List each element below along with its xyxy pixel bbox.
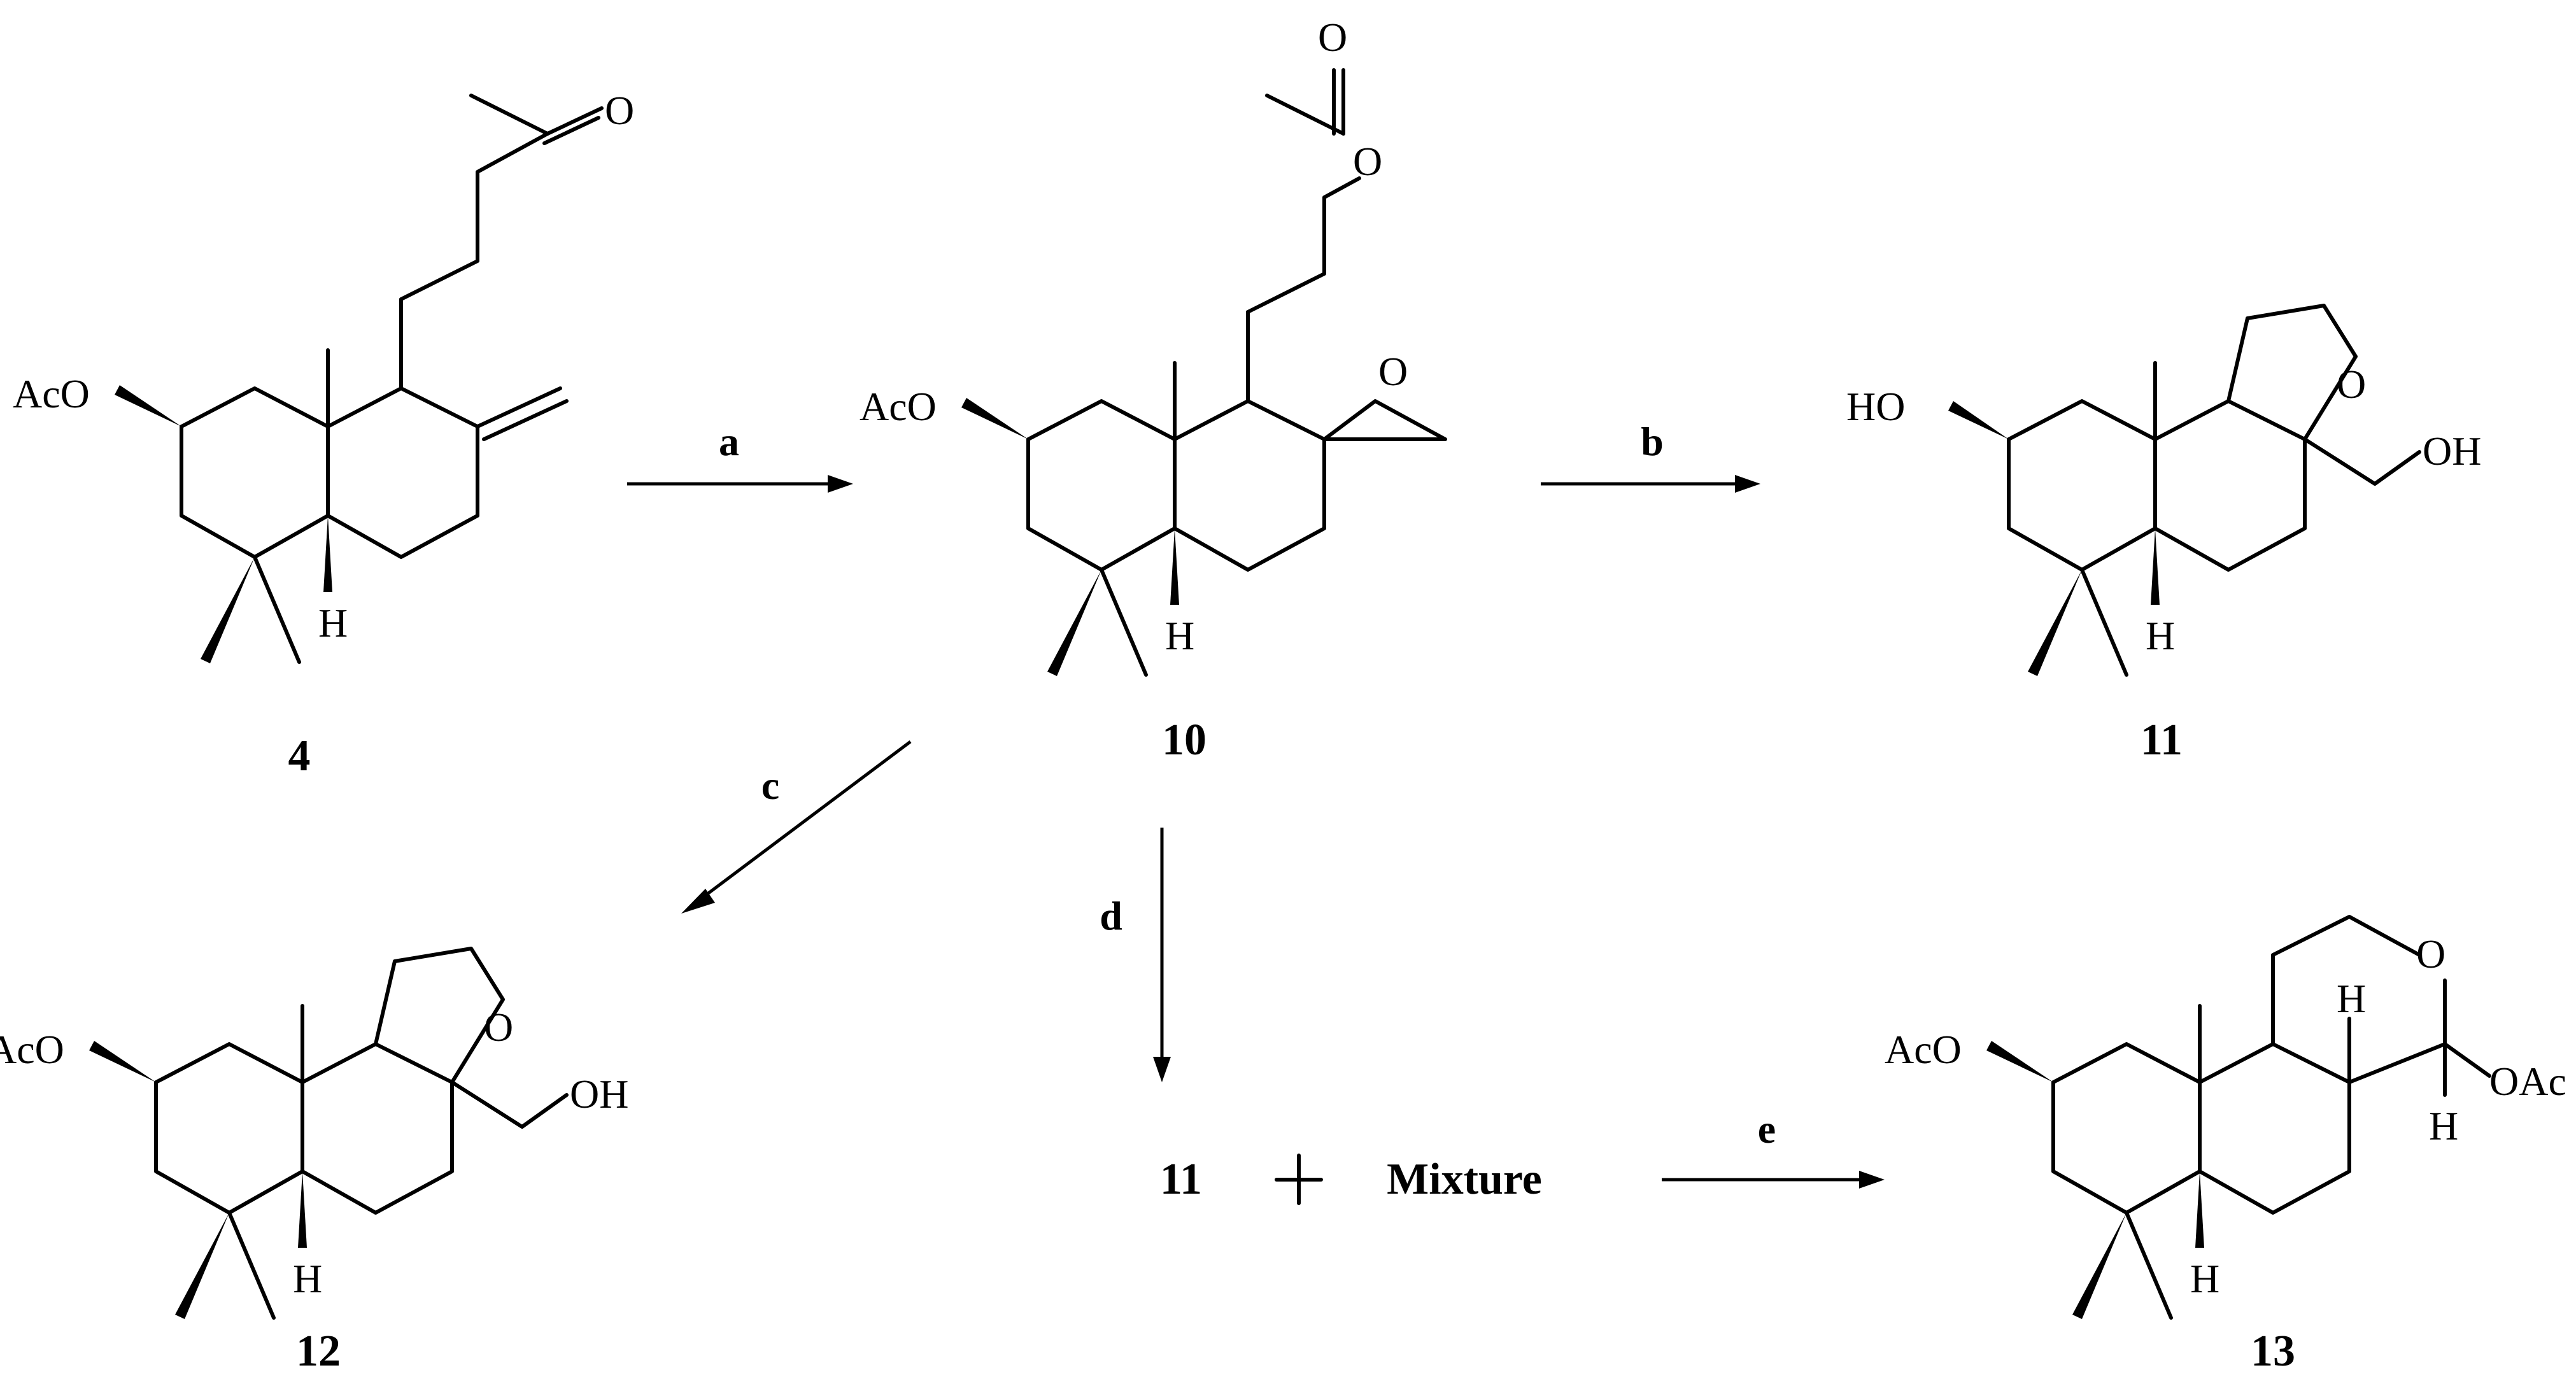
mixture-label: Mixture	[1387, 1155, 1542, 1204]
h-label: H	[318, 600, 348, 646]
arrow-c: c	[681, 740, 912, 914]
compound-11-label: 11	[2141, 716, 2183, 765]
h-label: H	[293, 1256, 322, 1301]
h-label: H	[2429, 1103, 2458, 1148]
arrow-b: b	[1541, 419, 1760, 493]
compound-13-label: 13	[2251, 1327, 2295, 1376]
products-line: 11 Mixture	[1160, 1154, 1542, 1205]
arrow-e: e	[1662, 1106, 1885, 1189]
compound-12-structure: H O OH AcO	[0, 947, 628, 1320]
epoxide-o-label: O	[1378, 349, 1408, 394]
compound-10-structure: H O O O AcO	[860, 15, 1447, 677]
compound-11-structure: H O OH HO	[1846, 304, 2481, 677]
compound-13-structure: H O H H OAc AcO	[1885, 915, 2566, 1320]
h-label: H	[2337, 976, 2366, 1021]
h-label: H	[1165, 613, 1194, 658]
compound-4-structure: H O AcO	[13, 88, 634, 664]
condition-e: e	[1758, 1106, 1776, 1152]
product-11-label: 11	[1160, 1155, 1202, 1204]
compound-4-label: 4	[288, 731, 311, 780]
pyran-o-label: O	[2416, 931, 2445, 977]
ester-o-label: O	[1353, 139, 1382, 184]
compound-12-label: 12	[296, 1327, 341, 1376]
arrow-d: d	[1100, 828, 1171, 1082]
condition-b: b	[1641, 419, 1664, 464]
arrow-a: a	[627, 419, 853, 493]
thf-o-label: O	[2337, 362, 2366, 407]
aco-label: AcO	[860, 384, 937, 429]
aco-label: AcO	[1885, 1027, 1962, 1072]
thf-o-label: O	[484, 1005, 513, 1050]
oh-label: OH	[570, 1071, 628, 1117]
oac-label: OAc	[2489, 1059, 2566, 1104]
oh-label: OH	[2423, 428, 2481, 474]
h-label: H	[2190, 1256, 2219, 1301]
condition-c: c	[761, 763, 779, 808]
compound-10-label: 10	[1162, 716, 1207, 765]
condition-a: a	[719, 419, 739, 464]
ho-label: HO	[1846, 384, 1905, 429]
aco-label: AcO	[13, 371, 90, 416]
h-label: H	[2146, 613, 2175, 658]
condition-d: d	[1100, 893, 1122, 938]
ketone-o-label: O	[605, 88, 634, 133]
carbonyl-o-label: O	[1318, 15, 1347, 60]
aco-label: AcO	[0, 1027, 64, 1072]
